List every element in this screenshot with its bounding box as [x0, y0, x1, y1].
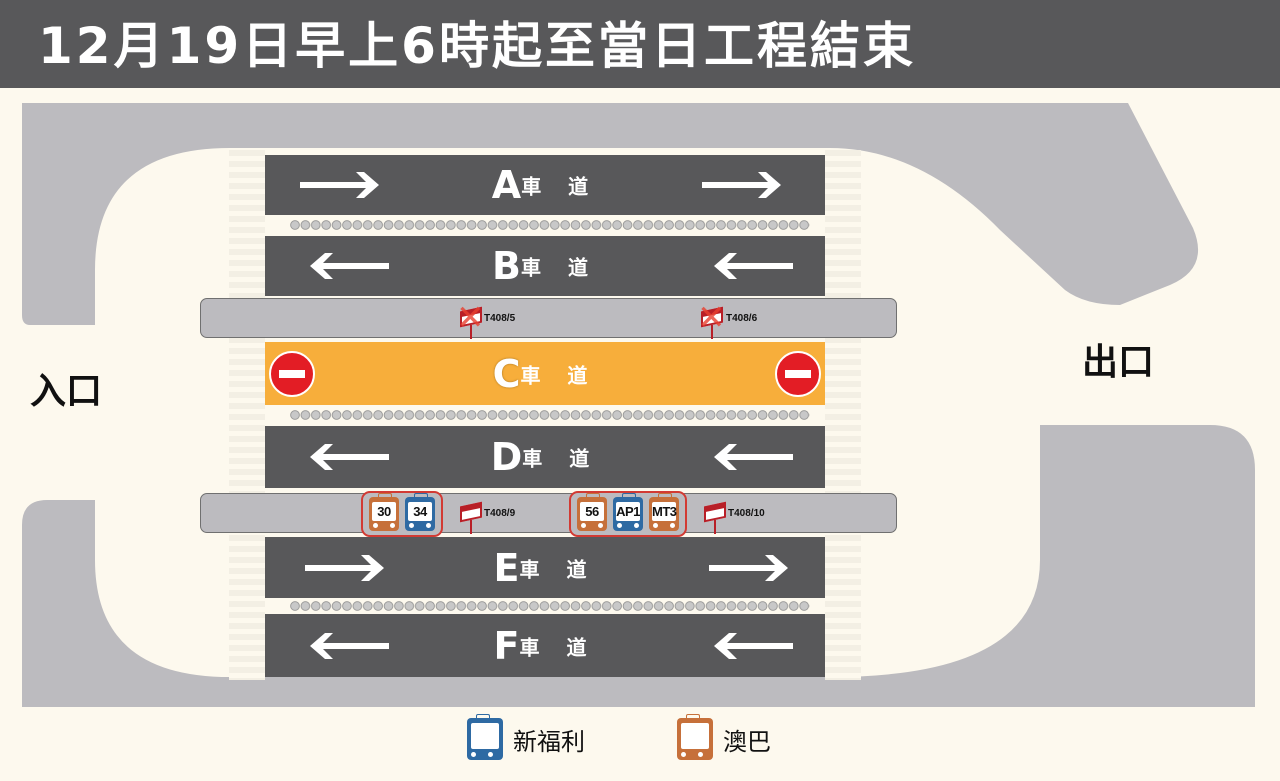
- legend-label: 澳巴: [723, 727, 771, 756]
- lane-letter: A: [491, 163, 522, 207]
- lane-b: B車 道: [265, 236, 825, 296]
- arrow-right-icon: [305, 554, 384, 581]
- bus-icon: 30: [369, 493, 399, 531]
- arrow-left-icon: [714, 632, 793, 659]
- bus-icon: 56: [577, 493, 607, 531]
- stop-code: T408/6: [726, 313, 758, 324]
- bottom-road: [22, 425, 1255, 707]
- arrow-left-icon: [310, 253, 389, 279]
- lane-letter: C: [492, 351, 521, 396]
- lane-divider: [290, 410, 810, 421]
- lane-suffix: 車 道: [519, 635, 597, 659]
- route-group: 56 AP1 MT3: [569, 491, 687, 537]
- crosswalk-left: [229, 150, 265, 680]
- arrow-left-icon: [310, 444, 389, 470]
- legend-macau: 澳巴: [677, 714, 771, 760]
- route-number: 30: [372, 502, 396, 521]
- cancelled-x-icon: ✕: [697, 298, 726, 338]
- sign-pole: [714, 520, 716, 534]
- route-number: 56: [580, 502, 604, 521]
- stop-code: T408/9: [484, 508, 516, 519]
- route-number: MT3: [652, 502, 677, 521]
- entrance-label: 入口: [30, 371, 103, 412]
- top-road: [22, 103, 1199, 325]
- route-number: AP1: [616, 502, 640, 521]
- lane-d: D車 道: [265, 426, 825, 488]
- lane-divider: [290, 601, 810, 612]
- stop-code: T408/10: [728, 508, 765, 519]
- arrow-left-icon: [714, 253, 793, 279]
- bus-platform-2: 30 34 T408/9 56 AP1 MT3 T408/10: [200, 491, 897, 537]
- stop-code: T408/5: [484, 313, 516, 324]
- lane-suffix: 車 道: [521, 255, 598, 280]
- bus-icon: AP1: [613, 493, 643, 531]
- sign-pole: [711, 325, 713, 339]
- lane-letter: F: [493, 623, 520, 668]
- lane-letter: E: [493, 545, 520, 590]
- exit-label: 出口: [1082, 342, 1155, 383]
- legend-label: 新福利: [513, 727, 585, 756]
- sign-pole: [470, 520, 472, 534]
- lane-letter: D: [490, 435, 523, 479]
- lane-c-closed: C車 道: [265, 342, 825, 405]
- arrow-left-icon: [310, 632, 389, 659]
- bus-icon: [677, 714, 713, 760]
- lane-a: A車 道: [265, 155, 825, 215]
- lane-suffix: 車 道: [520, 363, 598, 387]
- route-number: 34: [408, 502, 432, 521]
- crosswalk-right: [825, 150, 861, 680]
- lane-f: F車 道: [265, 614, 825, 677]
- lane-suffix: 車 道: [522, 446, 600, 471]
- bus-icon: MT3: [649, 493, 679, 531]
- legend-newera: 新福利: [467, 714, 585, 760]
- bus-icon: 34: [405, 493, 435, 531]
- lane-letter: B: [492, 244, 521, 288]
- arrow-right-icon: [709, 554, 788, 581]
- arrow-left-icon: [714, 444, 793, 470]
- lane-divider: [290, 220, 810, 231]
- no-entry-icon: [269, 350, 315, 397]
- cancelled-x-icon: ✕: [456, 298, 485, 338]
- sign-pole: [470, 325, 472, 339]
- lane-suffix: 車 道: [521, 174, 599, 199]
- page-title: 12月19日早上6時起至當日工程結束: [0, 0, 1280, 88]
- lane-suffix: 車 道: [519, 557, 597, 581]
- no-entry-icon: [775, 350, 821, 397]
- arrow-right-icon: [300, 172, 379, 198]
- lane-e: E車 道: [265, 537, 825, 598]
- arrow-right-icon: [702, 172, 781, 198]
- bus-icon: [467, 714, 503, 760]
- route-group: 30 34: [361, 491, 443, 537]
- bus-platform-1: ✕ T408/5 ✕ T408/6: [200, 298, 897, 339]
